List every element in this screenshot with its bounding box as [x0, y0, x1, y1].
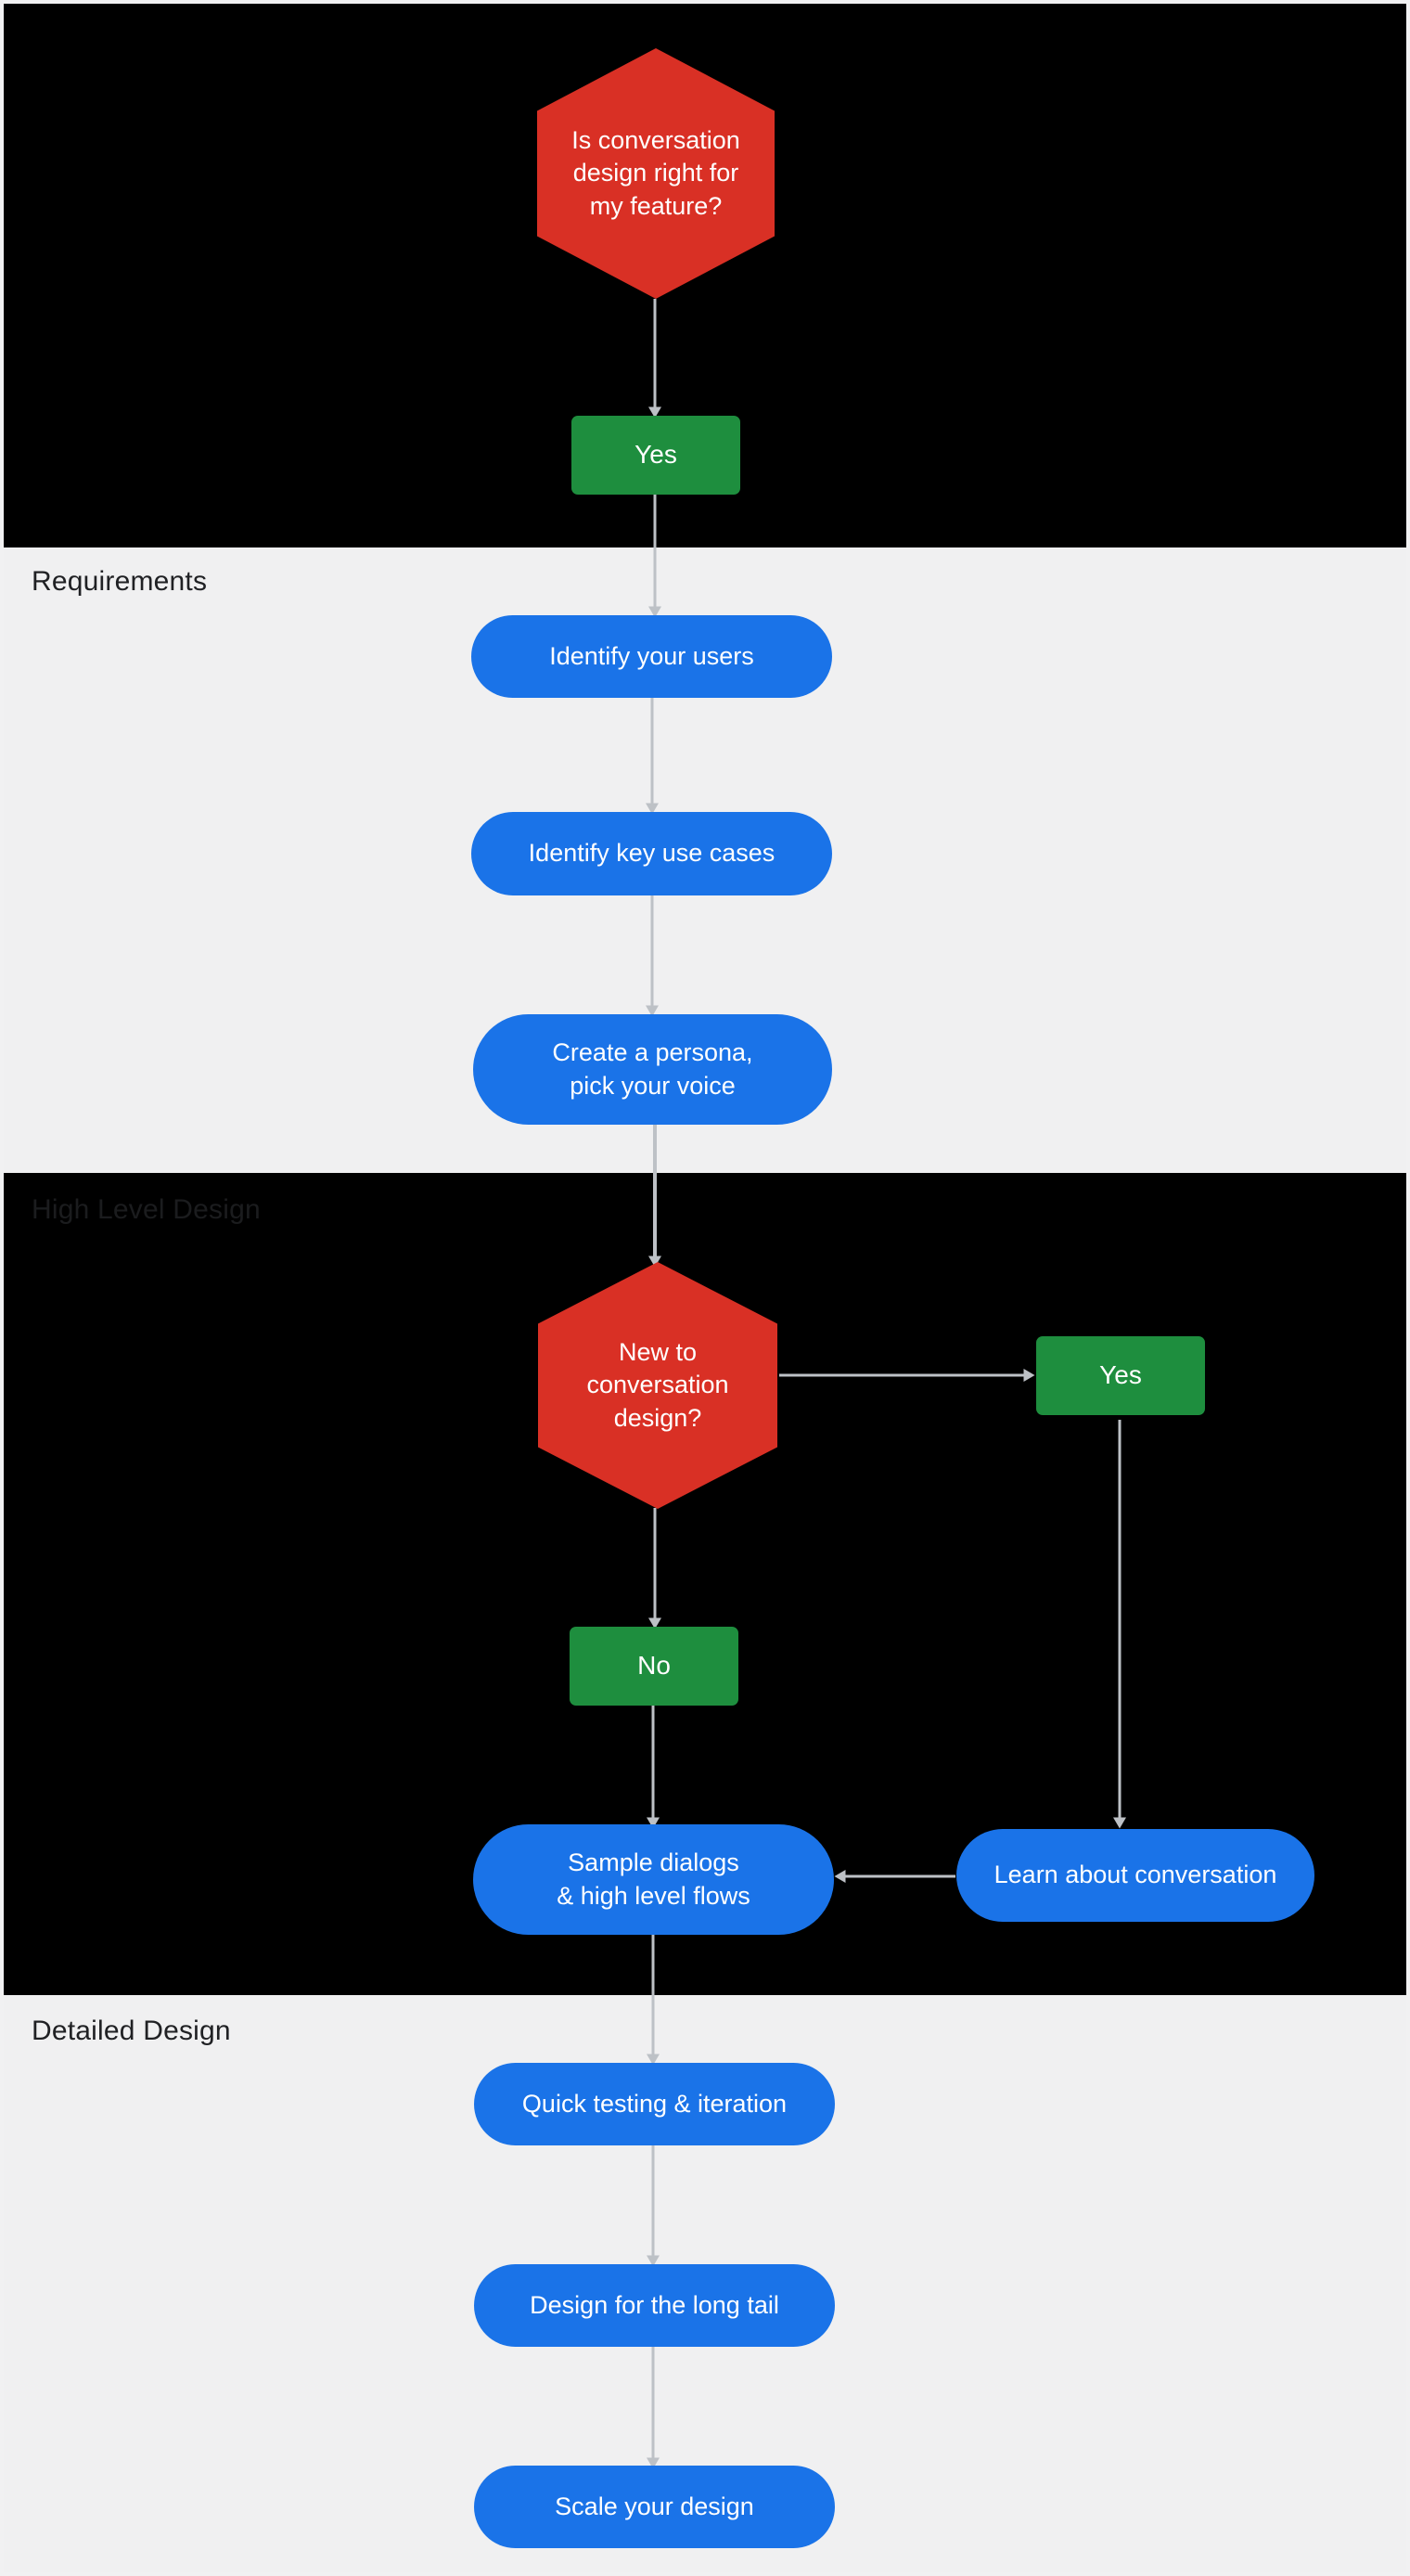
decision-line-1: Is conversation [571, 126, 740, 155]
step-identify-key-use-cases-label: Identify key use cases [528, 839, 776, 868]
section-label-high-level-design: High Level Design [32, 1194, 261, 1225]
step-scale-your-design-label: Scale your design [555, 2492, 754, 2520]
step-sample-dialogs-line-1: Sample dialogs [568, 1848, 739, 1877]
step-identify-your-users-label: Identify your users [549, 641, 754, 670]
step-learn-about-conversation[interactable]: Learn about conversation [956, 1829, 1314, 1922]
decision-line-3: my feature? [589, 191, 723, 220]
decision-line-2: design right for [572, 159, 739, 187]
step-design-for-the-long-tail[interactable]: Design for the long tail [474, 2264, 835, 2347]
section-label-detailed-design: Detailed Design [32, 2016, 231, 2046]
step-create-a-persona-line-1: Create a persona, [552, 1038, 753, 1067]
decision-new-line-2: conversation [586, 1371, 729, 1399]
answer-yes-top-label: Yes [634, 440, 677, 470]
step-design-long-tail-label: Design for the long tail [530, 2290, 779, 2319]
step-identify-your-users[interactable]: Identify your users [471, 615, 832, 698]
decision-is-conversation-design-right[interactable]: Is conversation design right for my feat… [537, 48, 775, 299]
section-label-requirements: Requirements [32, 566, 208, 597]
answer-yes-top[interactable]: Yes [571, 416, 740, 495]
answer-yes-right-label: Yes [1099, 1360, 1142, 1390]
step-identify-key-use-cases[interactable]: Identify key use cases [471, 812, 832, 895]
step-create-a-persona-line-2: pick your voice [570, 1071, 736, 1100]
step-create-a-persona[interactable]: Create a persona, pick your voice [473, 1014, 832, 1125]
decision-new-to-conversation-design[interactable]: New to conversation design? [538, 1262, 777, 1509]
step-learn-about-conversation-label: Learn about conversation [993, 1861, 1277, 1889]
step-sample-dialogs-and-flows[interactable]: Sample dialogs & high level flows [473, 1824, 834, 1935]
answer-yes-right[interactable]: Yes [1036, 1336, 1205, 1415]
step-sample-dialogs-line-2: & high level flows [557, 1881, 750, 1910]
decision-new-line-1: New to [618, 1338, 698, 1367]
step-quick-testing-label: Quick testing & iteration [521, 2089, 788, 2118]
decision-new-line-3: design? [613, 1403, 702, 1432]
answer-no-label: No [637, 1651, 671, 1681]
step-scale-your-design[interactable]: Scale your design [474, 2466, 835, 2548]
step-quick-testing-and-iteration[interactable]: Quick testing & iteration [474, 2063, 835, 2145]
answer-no[interactable]: No [570, 1627, 738, 1706]
